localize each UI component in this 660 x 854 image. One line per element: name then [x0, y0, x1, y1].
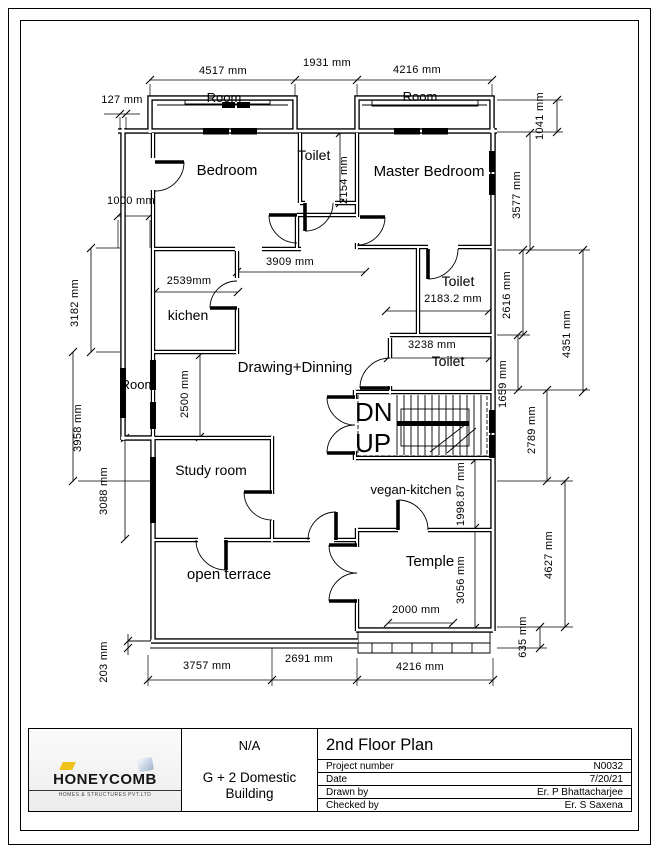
- staircase: [357, 392, 488, 457]
- dim-635: 635 mm: [517, 616, 529, 658]
- title-block: HONEYCOMB HOMES & STRUCTURES PVT.LTD N/A…: [28, 728, 632, 812]
- dim-127: 127 mm: [101, 94, 143, 106]
- bedroom-label: Bedroom: [197, 162, 258, 179]
- dim-3958: 3958 mm: [72, 404, 84, 452]
- field-label: Date: [326, 773, 348, 785]
- dim-4517: 4517 mm: [199, 65, 247, 77]
- master-bedroom-label: Master Bedroom: [374, 163, 485, 180]
- dim-3088: 3088 mm: [98, 467, 110, 515]
- dim-4627: 4627 mm: [543, 531, 555, 579]
- vegan-kitchen-label: vegan-kitchen: [371, 482, 452, 497]
- temple-label: Temple: [406, 553, 454, 570]
- sheet-title: 2nd Floor Plan: [318, 729, 631, 760]
- company-logo: HONEYCOMB HOMES & STRUCTURES PVT.LTD: [29, 729, 182, 811]
- scale-value: N/A: [238, 738, 261, 753]
- open-terrace-label: open terrace: [187, 566, 271, 583]
- toilet-top-label: Toilet: [298, 147, 331, 163]
- dim-2154: 2154 mm: [338, 156, 350, 204]
- sheet-inner-border: [20, 20, 639, 831]
- dim-4216-top: 4216 mm: [393, 64, 441, 76]
- dim-2183: 2183.2 mm: [424, 293, 482, 305]
- dim-2500: 2500 mm: [179, 370, 191, 418]
- field-row-date: Date 7/20/21: [318, 773, 631, 786]
- dim-3909: 3909 mm: [266, 256, 314, 268]
- dim-2691: 2691 mm: [285, 653, 333, 665]
- dim-203: 203 mm: [98, 641, 110, 683]
- field-value: N0032: [593, 760, 623, 772]
- room-label-top-left: Room: [207, 90, 242, 105]
- title-block-center: N/A G + 2 Domestic Building: [182, 729, 318, 811]
- toilet-mid-label: Toilet: [432, 353, 465, 369]
- dim-1931: 1931 mm: [303, 57, 351, 69]
- field-value: 7/20/21: [589, 773, 623, 785]
- dim-4351: 4351 mm: [561, 310, 573, 358]
- dim-3182: 3182 mm: [69, 279, 81, 327]
- windows: [120, 102, 496, 523]
- logo-tagline: HOMES & STRUCTURES PVT.LTD: [29, 790, 181, 798]
- porch-steps: [128, 630, 491, 654]
- study-room-label: Study room: [175, 462, 247, 478]
- dim-2789: 2789 mm: [526, 406, 538, 454]
- sheet-outer-border: [8, 8, 651, 845]
- door-leaves: [155, 160, 430, 603]
- dim-3056: 3056 mm: [455, 556, 467, 604]
- room-left-label: Room: [121, 377, 156, 392]
- field-row-project-number: Project number N0032: [318, 760, 631, 773]
- door-swing-arcs: [154, 161, 459, 602]
- drawing-dining-label: Drawing+Dinning: [238, 359, 353, 376]
- dim-2616: 2616 mm: [501, 271, 513, 319]
- stair-rail-outline: [400, 408, 470, 447]
- project-name: G + 2 Domestic Building: [202, 770, 297, 802]
- dim-1041: 1041 mm: [534, 92, 546, 140]
- logo-company-name: HONEYCOMB: [53, 771, 157, 788]
- field-label: Project number: [326, 760, 394, 772]
- dim-2539: 2539mm: [167, 275, 212, 287]
- doors: [154, 160, 459, 603]
- dim-3757: 3757 mm: [183, 660, 231, 672]
- kitchen-label: kichen: [168, 307, 208, 323]
- toilet-master-label: Toilet: [442, 273, 475, 289]
- dim-1000: 1000 mm: [107, 195, 155, 207]
- stair-up-label: UP: [355, 428, 391, 458]
- dim-3577: 3577 mm: [511, 171, 523, 219]
- field-row-drawn-by: Drawn by Er. P Bhattacharjee: [318, 786, 631, 799]
- stair-direction-arrows: [429, 423, 477, 454]
- extension-lines: [78, 84, 590, 686]
- room-label-top-right: Room: [403, 89, 438, 104]
- dim-2000: 2000 mm: [392, 604, 440, 616]
- dim-3238: 3238 mm: [408, 339, 456, 351]
- field-label: Drawn by: [326, 786, 369, 798]
- room-labels: Room Room Bedroom Toilet Master Bedroom …: [121, 89, 485, 583]
- field-label: Checked by: [326, 799, 379, 811]
- dim-1659: 1659 mm: [497, 360, 509, 408]
- field-value: Er. S Saxena: [564, 799, 623, 811]
- dimension-labels: 127 mm 4517 mm 1931 mm 4216 mm 1000 mm 3…: [69, 57, 573, 683]
- field-value: Er. P Bhattacharjee: [537, 786, 623, 798]
- field-row-checked-by: Checked by Er. S Saxena: [318, 799, 631, 811]
- title-block-fields: 2nd Floor Plan Project number N0032 Date…: [318, 729, 631, 811]
- logo-yellow-shape-icon: [59, 762, 76, 770]
- dim-4216-bottom: 4216 mm: [396, 661, 444, 673]
- stair-down-label: DN: [355, 397, 393, 427]
- logo-art: HONEYCOMB HOMES & STRUCTURES PVT.LTD: [29, 756, 181, 798]
- logo-cube-icon: [136, 756, 155, 773]
- stair-handrail: [397, 421, 469, 426]
- dim-1998: 1998.87 mm: [455, 462, 467, 526]
